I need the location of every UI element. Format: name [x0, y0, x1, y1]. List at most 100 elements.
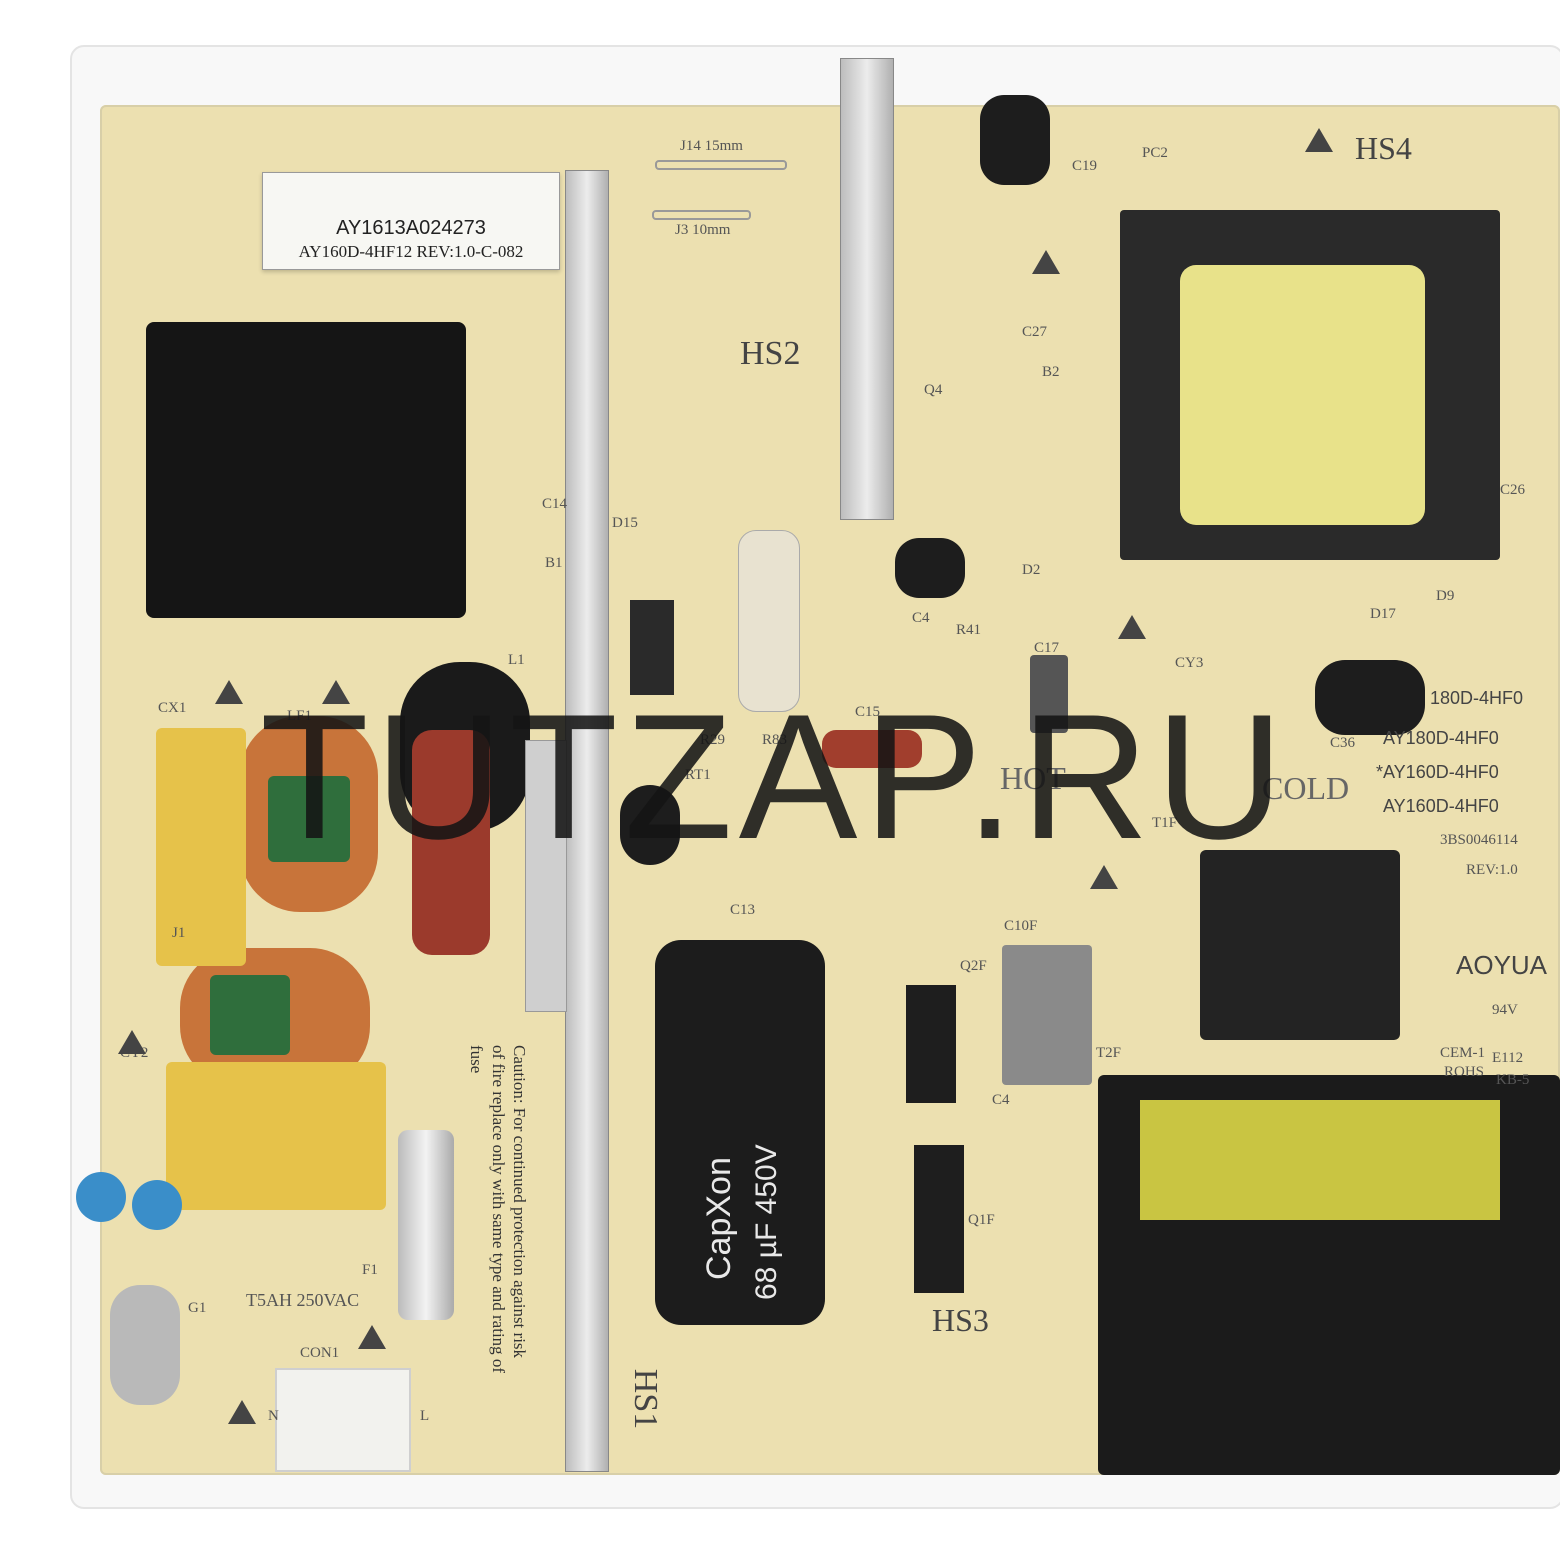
ref-pc2: PC2 [1142, 145, 1168, 161]
hs4-label: HS4 [1355, 130, 1412, 166]
warning-triangle-1 [215, 680, 243, 704]
con1-l-label: L [420, 1408, 430, 1424]
transformer-winding [1180, 265, 1425, 525]
ref-c17: C17 [1034, 640, 1060, 656]
film-capacitor-c10f [1002, 945, 1092, 1085]
ref-r29: R29 [700, 732, 726, 748]
ref-c4: C4 [912, 610, 930, 626]
model-line-1: 180D-4HF0 [1430, 688, 1524, 708]
capacitor-rating-print: 68 µF 450V [750, 1144, 783, 1300]
x-capacitor-cx1 [156, 728, 246, 966]
ref-l1: L1 [508, 652, 525, 668]
electrolytic-capacitor-c4 [895, 538, 965, 598]
ground-lug-g1 [110, 1285, 180, 1405]
ref-c4f: C4 [992, 1092, 1010, 1108]
cert-cem: CEM-1 [1440, 1045, 1485, 1061]
transformer-t2f-bobbin [1140, 1100, 1500, 1220]
hs1-label: HS1 [627, 1368, 665, 1430]
bulk-capacitor-c13 [655, 940, 825, 1325]
ref-b2: B2 [1042, 364, 1060, 380]
warning-triangle-3 [118, 1030, 146, 1054]
warning-triangle-8 [1118, 615, 1146, 639]
model-line-2: AY180D-4HF0 [1383, 728, 1499, 748]
warning-triangle-4 [358, 1325, 386, 1349]
ref-g1: G1 [188, 1300, 207, 1316]
film-capacitor-red [412, 730, 490, 955]
fuse-rating-label: T5AH 250VAC [246, 1290, 360, 1310]
hs2-label: HS2 [740, 335, 801, 372]
transformer-t1f [1200, 850, 1400, 1040]
capacitor-c17 [1030, 655, 1068, 733]
ref-c15: C15 [855, 704, 881, 720]
diode-d15 [630, 600, 674, 695]
warning-triangle-2 [322, 680, 350, 704]
ref-q2f: Q2F [960, 958, 987, 974]
cert-kb: KB-5 [1496, 1072, 1530, 1088]
jumper-j14 [655, 160, 787, 170]
ref-c14: C14 [542, 496, 568, 512]
ref-q4: Q4 [924, 382, 943, 398]
board-code: 3BS0046114 [1440, 832, 1518, 848]
warning-triangle-5 [228, 1400, 256, 1424]
con1-n-label: N [268, 1408, 279, 1424]
capacitor-brand-print: CapXon [700, 1157, 738, 1280]
ref-c27: C27 [1022, 324, 1048, 340]
ref-d2: D2 [1022, 562, 1041, 578]
ref-rt1: RT1 [685, 767, 711, 783]
fuse-f1 [398, 1130, 454, 1320]
con1-label: CON1 [300, 1345, 340, 1361]
electrolytic-capacitor-top [980, 95, 1050, 185]
serial-sticker: AY1613A024273 AY160D-4HF12 REV:1.0-C-082 [262, 172, 560, 270]
watermark: TUTZAP.RU [260, 677, 1290, 876]
ref-c13: C13 [730, 902, 756, 918]
serial-number: AY1613A024273 [336, 217, 486, 239]
ref-d9: D9 [1436, 588, 1455, 604]
capacitor-c15 [822, 730, 922, 768]
jumper-j3 [652, 210, 751, 220]
ref-c10f: C10F [1004, 918, 1038, 934]
jumper-j3-label: J3 10mm [675, 222, 731, 238]
mosfet-q2f [906, 985, 956, 1103]
coil-core-lower [210, 975, 290, 1055]
cert-94v: 94V [1492, 1002, 1518, 1018]
ref-d17: D17 [1370, 606, 1396, 622]
y-capacitor-1 [76, 1172, 126, 1222]
ref-d15: D15 [612, 515, 638, 531]
ref-q1f: Q1F [968, 1212, 995, 1228]
fuse-caution-text: Caution: For continued protection agains… [467, 1045, 530, 1374]
heatsink-hs2 [840, 58, 894, 520]
coil-core-upper [268, 776, 350, 862]
ref-f1: F1 [362, 1262, 378, 1278]
ref-c19: C19 [1072, 158, 1098, 174]
electrolytic-capacitor-c36 [1315, 660, 1425, 735]
thermistor-rt1 [620, 785, 680, 865]
cold-zone-label: COLD [1262, 770, 1350, 806]
common-mode-choke [146, 322, 466, 618]
x-capacitor-lower [166, 1062, 386, 1210]
ref-c36: C36 [1330, 735, 1356, 751]
ref-t2f: T2F [1096, 1045, 1122, 1061]
model-line-3: *AY160D-4HF0 [1376, 762, 1499, 782]
hs1-clip [525, 740, 567, 1012]
hot-zone-label: HOT [1000, 760, 1066, 796]
cert-rohs: ROHS [1444, 1064, 1485, 1080]
warning-triangle-7 [1032, 250, 1060, 274]
ref-c26: C26 [1500, 482, 1526, 498]
jumper-j14-label: J14 15mm [680, 138, 743, 154]
ref-r41: R41 [956, 622, 982, 638]
ref-j1: J1 [172, 925, 186, 941]
ac-input-connector-con1 [275, 1368, 411, 1472]
warning-triangle-9 [1090, 865, 1118, 889]
ref-cy3: CY3 [1175, 655, 1204, 671]
y-capacitor-2 [132, 1180, 182, 1230]
power-resistor [738, 530, 800, 712]
ref-r83: R83 [762, 732, 788, 748]
model-line-4: AY160D-4HF0 [1383, 796, 1499, 816]
mosfet-q1f [914, 1145, 964, 1293]
model-revision: AY160D-4HF12 REV:1.0-C-082 [298, 242, 524, 261]
ref-b1: B1 [545, 555, 563, 571]
ref-t1f: T1F [1152, 815, 1178, 831]
warning-triangle-6 [1305, 128, 1333, 152]
brand-name: AOYUA [1456, 950, 1548, 980]
ref-lf1: LF1 [287, 708, 313, 724]
